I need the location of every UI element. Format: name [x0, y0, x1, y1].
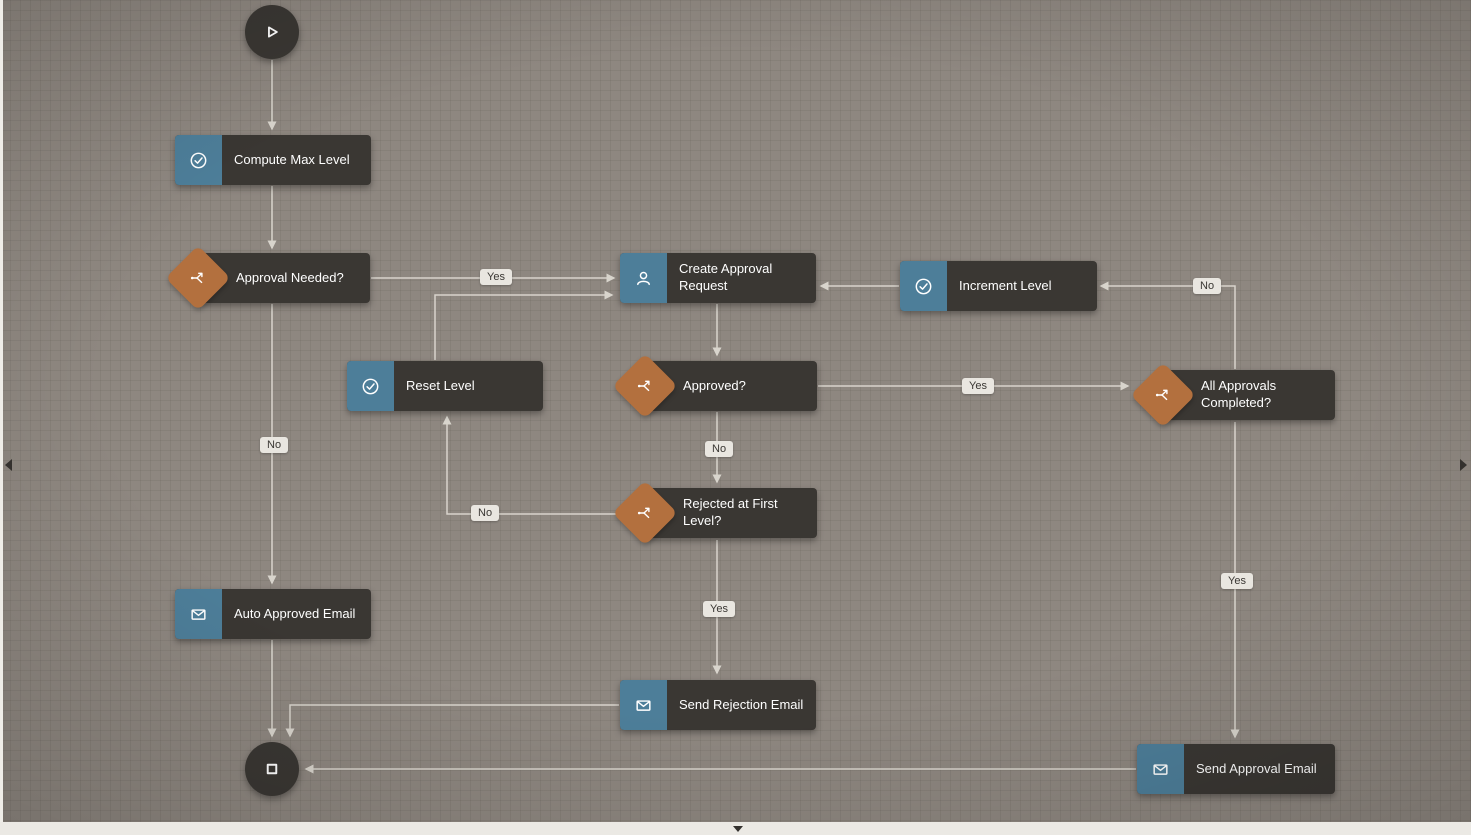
node-label: Increment Level: [959, 277, 1052, 293]
play-icon: [268, 26, 278, 38]
node-label: Create Approval Request: [679, 261, 773, 293]
edge-send-rejection-to-end[interactable]: [285, 704, 619, 738]
edge-rejected-no[interactable]: [442, 415, 616, 515]
envelope-icon: [1137, 744, 1184, 794]
node-label: Approved?: [683, 377, 746, 393]
node-auto-approved-email[interactable]: Auto Approved Email: [175, 589, 371, 639]
decision-diamond: [612, 353, 678, 419]
edge-label-approval-needed-no[interactable]: No: [260, 437, 289, 453]
edge-label-rejected-yes[interactable]: Yes: [703, 601, 735, 617]
envelope-icon: [620, 680, 667, 730]
person-icon: [620, 253, 667, 303]
node-start[interactable]: [245, 5, 299, 59]
envelope-icon: [175, 589, 222, 639]
bottom-panel-collapse-handle[interactable]: [733, 826, 743, 832]
check-circle-icon: [175, 135, 222, 185]
branch-icon: [1140, 372, 1186, 418]
branch-icon: [622, 363, 668, 409]
node-label: Rejected at First Level?: [683, 496, 778, 528]
node-approved[interactable]: Approved?: [612, 353, 817, 419]
node-label: Compute Max Level: [234, 151, 350, 167]
edge-all-completed-no[interactable]: [1099, 281, 1236, 369]
check-circle-icon: [347, 361, 394, 411]
node-label: Send Rejection Email: [679, 696, 804, 712]
stop-icon: [266, 763, 278, 775]
check-circle-icon: [900, 261, 947, 311]
node-approval-needed[interactable]: Approval Needed?: [165, 245, 370, 311]
node-label: All Approvals Completed?: [1201, 378, 1277, 410]
node-all-approvals-completed[interactable]: All Approvals Completed?: [1130, 362, 1335, 428]
decision-diamond: [1130, 362, 1196, 428]
edge-label-rejected-no[interactable]: No: [471, 505, 500, 521]
edge-label-approved-no[interactable]: No: [705, 441, 734, 457]
node-label: Send Approval Email: [1196, 760, 1317, 776]
node-rejected-at-first-level[interactable]: Rejected at First Level?: [612, 480, 817, 546]
node-end[interactable]: [245, 742, 299, 796]
edge-label-approved-yes[interactable]: Yes: [962, 378, 994, 394]
node-label: Auto Approved Email: [234, 605, 356, 621]
node-increment-level[interactable]: Increment Level: [900, 261, 1097, 311]
edge-label-approval-needed-yes[interactable]: Yes: [480, 269, 512, 285]
edge-label-all-completed-yes[interactable]: Yes: [1221, 573, 1253, 589]
decision-diamond: [165, 245, 231, 311]
node-label: Reset Level: [406, 377, 475, 393]
right-panel-collapse-handle[interactable]: [1460, 459, 1467, 471]
node-label: Approval Needed?: [236, 269, 344, 285]
left-panel-edge: [0, 0, 3, 835]
edge-reset-to-create[interactable]: [434, 290, 614, 360]
decision-diamond: [612, 480, 678, 546]
node-send-rejection-email[interactable]: Send Rejection Email: [620, 680, 816, 730]
node-create-approval-request[interactable]: Create Approval Request: [620, 253, 816, 303]
edge-label-all-completed-no[interactable]: No: [1193, 278, 1222, 294]
node-reset-level[interactable]: Reset Level: [347, 361, 543, 411]
branch-icon: [622, 490, 668, 536]
node-compute-max-level[interactable]: Compute Max Level: [175, 135, 371, 185]
branch-icon: [175, 255, 221, 301]
left-panel-collapse-handle[interactable]: [5, 459, 12, 471]
node-send-approval-email[interactable]: Send Approval Email: [1137, 744, 1335, 794]
